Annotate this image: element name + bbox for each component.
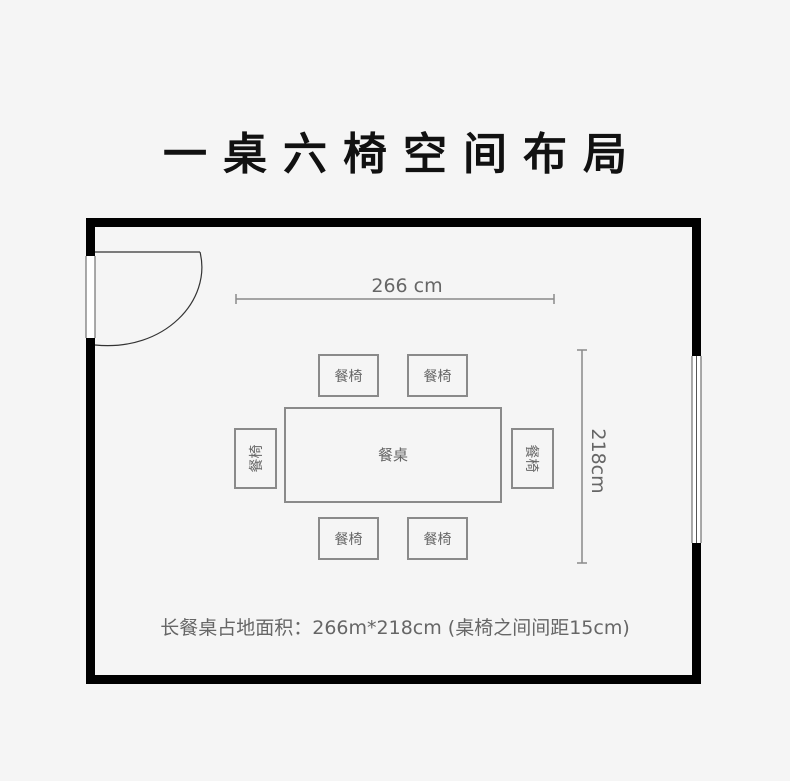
- chair-label: 餐椅: [424, 369, 452, 385]
- chair-bottom-right: [407, 517, 468, 560]
- dining-table: [284, 407, 502, 503]
- height-dimension: [577, 349, 587, 564]
- width-label: 266 cm: [371, 275, 442, 297]
- area-caption: 长餐桌占地面积：266m*218cm (桌椅之间间距15cm): [160, 617, 630, 639]
- chair-label: 餐椅: [523, 445, 539, 473]
- height-label: 218cm: [587, 428, 609, 493]
- door-opening: [86, 256, 95, 338]
- chair-left: [234, 428, 277, 489]
- chair-bottom-left: [318, 517, 379, 560]
- chair-label: 餐椅: [335, 369, 363, 385]
- width-dimension: [235, 294, 555, 304]
- chair-label: 餐椅: [249, 445, 265, 473]
- chair-label: 餐椅: [424, 532, 452, 548]
- table-label: 餐桌: [378, 446, 408, 464]
- chair-top-right: [407, 354, 468, 397]
- chair-top-left: [318, 354, 379, 397]
- chair-right: [511, 428, 554, 489]
- page-title: 一桌六椅空间布局: [163, 129, 643, 180]
- chair-label: 餐椅: [335, 532, 363, 548]
- door-swing-arc: [94, 251, 203, 347]
